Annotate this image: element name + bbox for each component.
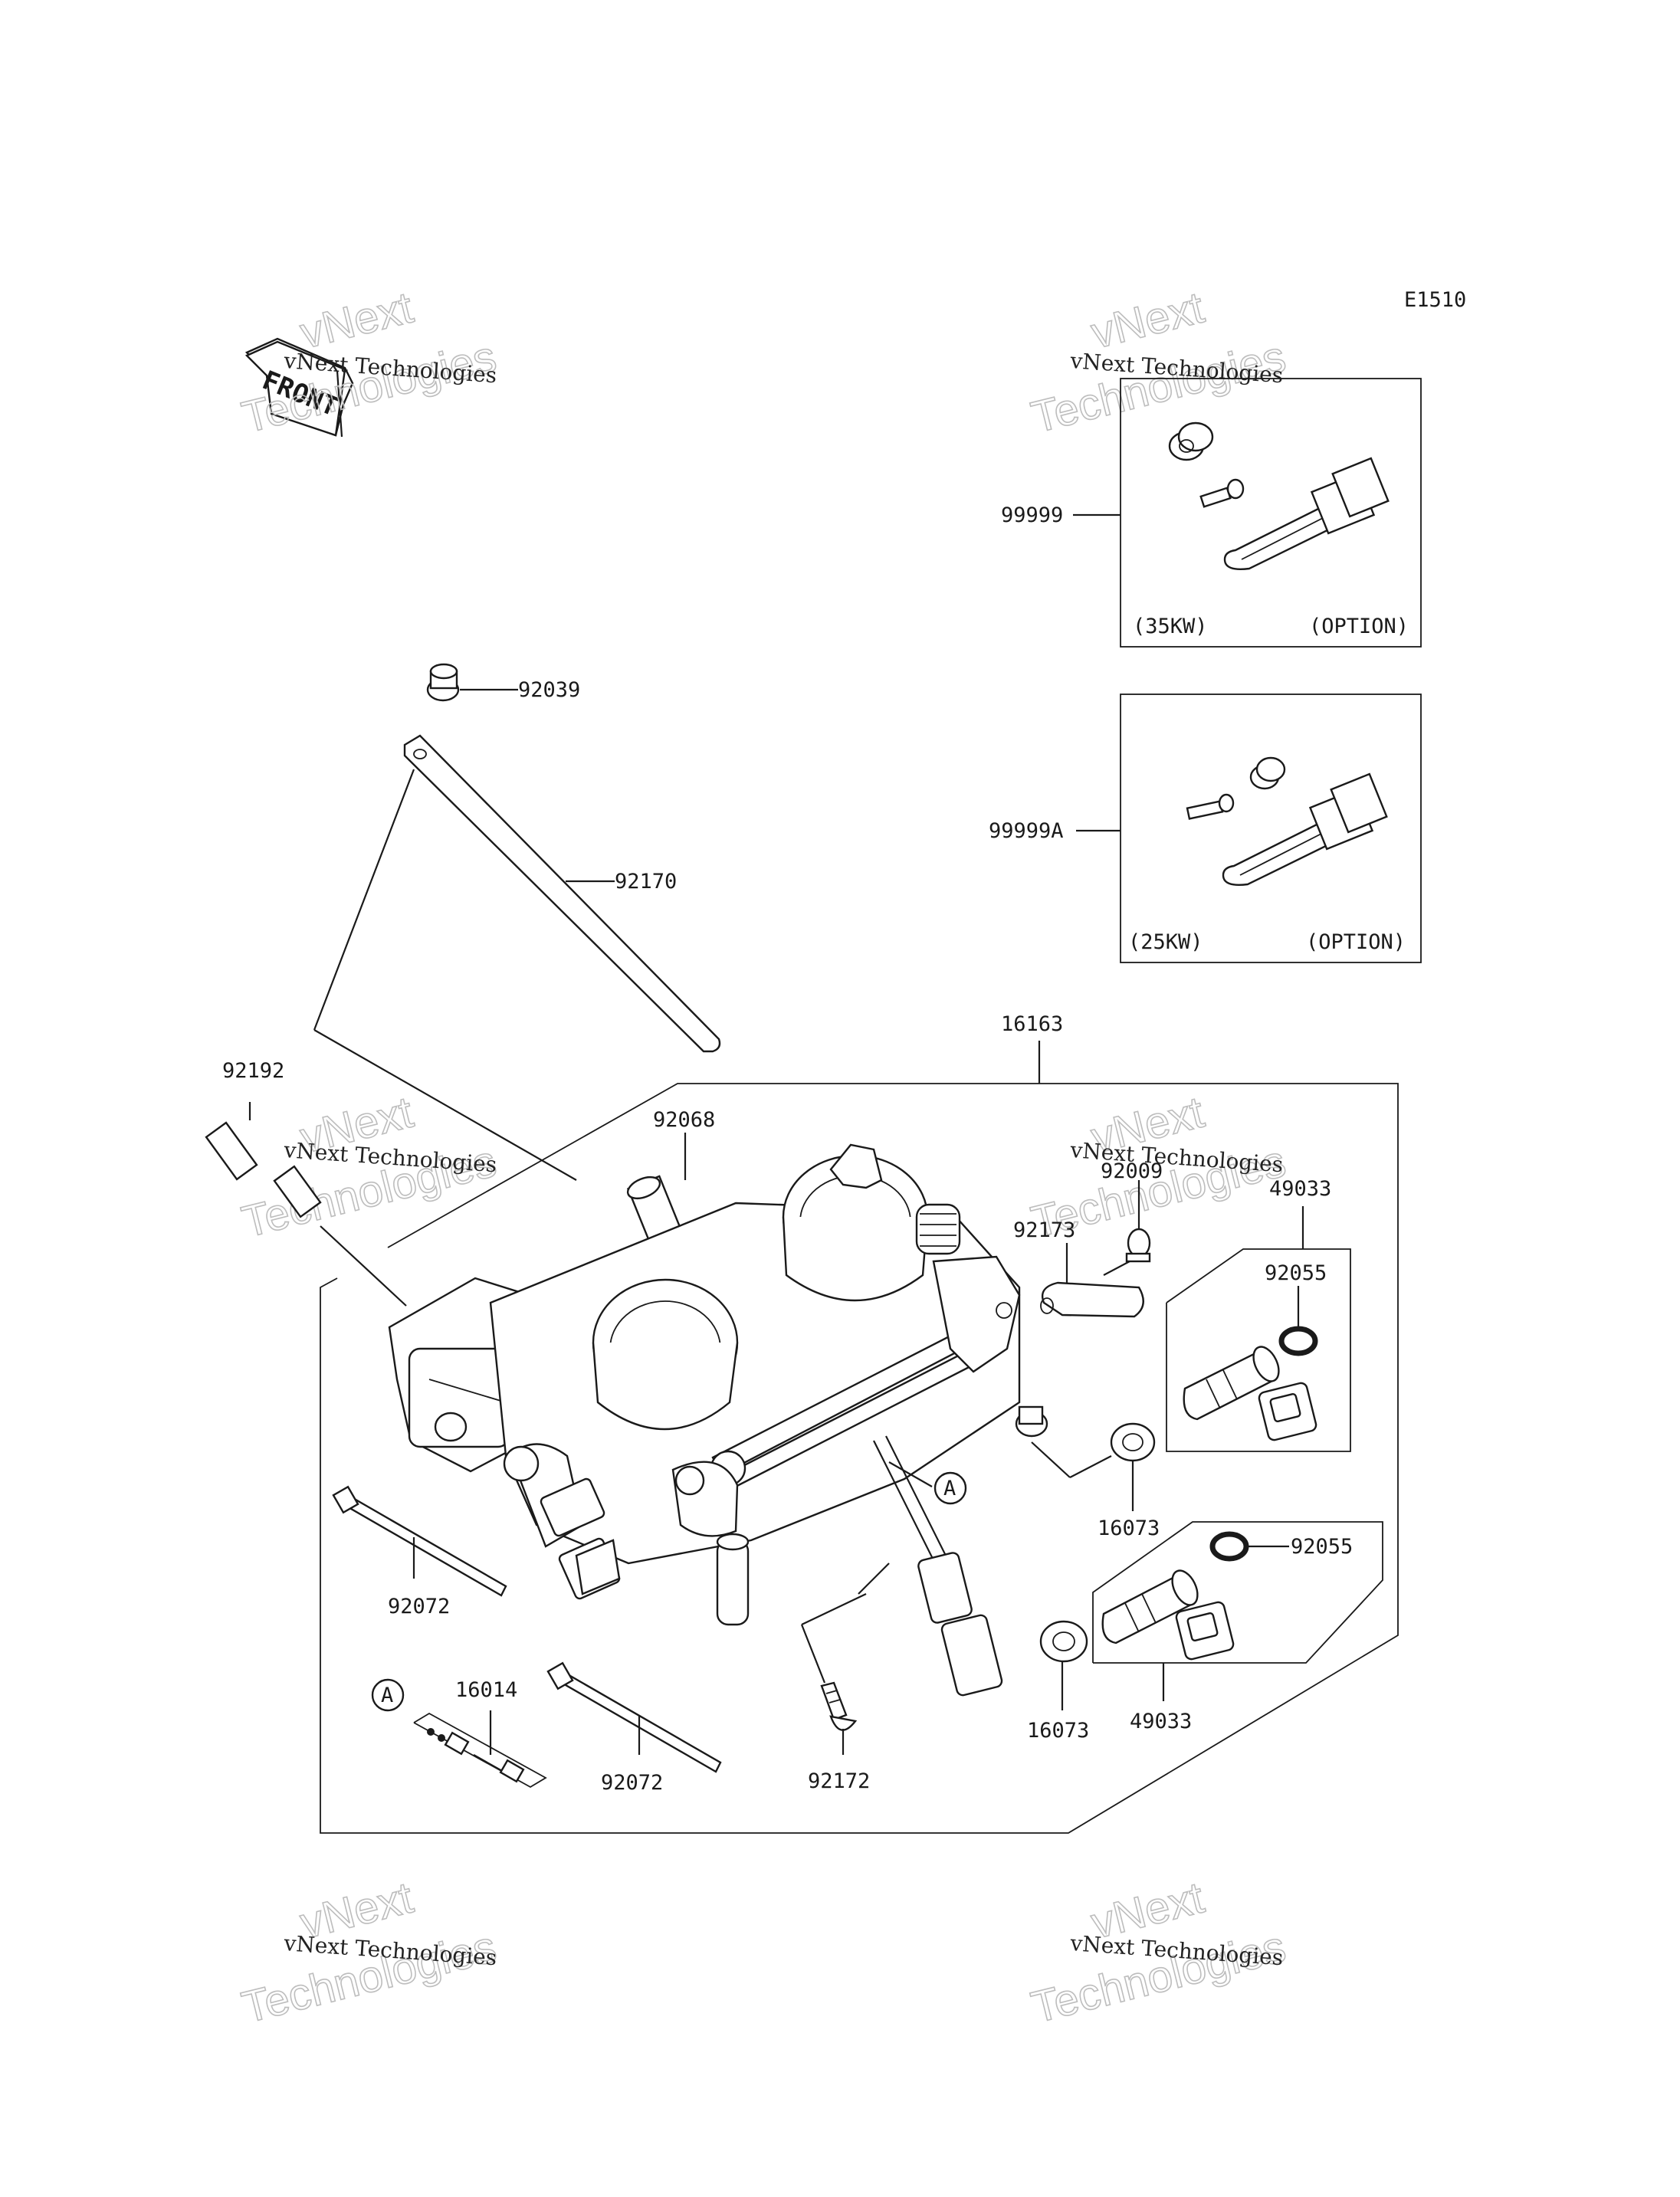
- option-power: (25KW): [1128, 930, 1203, 954]
- screw-kit-16014: A 16014: [371, 1678, 547, 1789]
- svg-text:A: A: [381, 1684, 393, 1707]
- leader-line: [313, 1029, 577, 1181]
- callout-92055: 92055: [1265, 1261, 1327, 1285]
- callout-92055: 92055: [1291, 1535, 1353, 1559]
- svg-text:A: A: [943, 1477, 956, 1500]
- option-box-25kw: 99999A (25KW) (OPTION): [989, 694, 1422, 963]
- callout-16073: 16073: [1098, 1517, 1160, 1540]
- callout-16163: 16163: [1001, 1012, 1063, 1036]
- cable-tie-92072-left: 92072: [332, 1485, 507, 1618]
- fuel-injector-icon: [1101, 1569, 1235, 1661]
- hose-92192: 92192: [205, 1059, 407, 1307]
- option-part-number: 99999: [1001, 503, 1063, 527]
- callout-92072: 92072: [388, 1595, 450, 1618]
- injector-group-lower: 92055 49033 16073: [1027, 1521, 1383, 1743]
- callout-92172: 92172: [808, 1769, 870, 1793]
- injector-group-upper: 49033 92055 16073: [1031, 1177, 1351, 1540]
- callout-16014: 16014: [455, 1678, 517, 1702]
- callout-92192: 92192: [222, 1059, 284, 1083]
- option-note: (OPTION): [1306, 930, 1406, 954]
- screw-92172: 92172: [800, 1593, 870, 1793]
- callout-16073: 16073: [1027, 1719, 1089, 1743]
- option-box-35kw: 99999 (35KW) (OPTION): [1001, 378, 1422, 648]
- watermark-bottom-left: vNext Technologies vNext Technologies: [237, 1872, 502, 2034]
- svg-text:vNext: vNext: [1086, 283, 1209, 359]
- bolt-icon: [1015, 1405, 1048, 1438]
- callout-92072: 92072: [601, 1771, 663, 1795]
- assembly-frame-16163: 16163: [320, 1012, 1399, 1834]
- spacer-icon: [1249, 756, 1286, 790]
- screw-92009: 92009: [1101, 1159, 1163, 1276]
- reference-marker-a: A: [888, 1461, 967, 1505]
- svg-text:Technologies: Technologies: [1026, 332, 1290, 443]
- front-arrow-icon: FRONT: [244, 337, 354, 438]
- strap-92170: 92170: [403, 734, 721, 1053]
- svg-text:vNext: vNext: [295, 283, 418, 359]
- option-note: (OPTION): [1309, 615, 1409, 638]
- leader-line: [313, 769, 415, 1031]
- option-power: (35KW): [1133, 615, 1208, 638]
- cable-tie-92072-center: 92072: [546, 1661, 722, 1795]
- callout-92173: 92173: [1013, 1218, 1075, 1242]
- watermark-mid-left: vNext Technologies vNext Technologies: [237, 1087, 502, 1248]
- watermark-top-right: vNext Technologies vNext Technologies: [1026, 282, 1291, 444]
- callout-92068: 92068: [653, 1108, 715, 1132]
- callout-92039: 92039: [518, 678, 580, 702]
- callout-92170: 92170: [615, 870, 677, 894]
- resistor-connector-icon: [1222, 772, 1388, 886]
- resistor-connector-icon: [1223, 457, 1390, 570]
- callout-49033: 49033: [1269, 1177, 1331, 1201]
- bolt-92039: 92039: [426, 663, 580, 702]
- throttle-body-icon: [388, 1143, 1048, 1697]
- diagram-code: E1510: [1404, 288, 1466, 312]
- watermark-bottom-right: vNext Technologies vNext Technologies: [1026, 1872, 1291, 2034]
- callout-92009: 92009: [1101, 1159, 1163, 1183]
- callout-49033: 49033: [1130, 1710, 1192, 1733]
- spring-icon: [915, 1203, 961, 1255]
- bolt-icon: [1186, 793, 1235, 820]
- bolt-icon: [1199, 478, 1245, 508]
- clamp-92173: 92173: [1013, 1218, 1144, 1318]
- fuel-injector-icon: [1183, 1346, 1317, 1441]
- option-part-number: 99999A: [989, 819, 1064, 843]
- spacer-icon: [1168, 421, 1214, 461]
